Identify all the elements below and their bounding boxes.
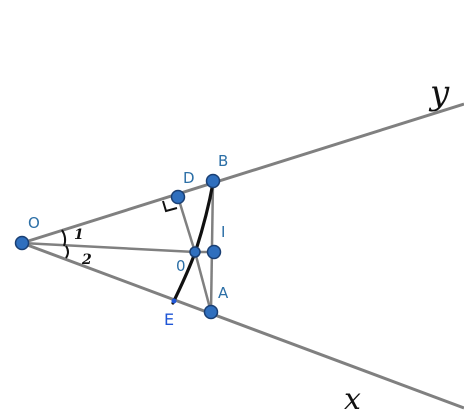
- segment-od-bisector: [21, 241, 196, 254]
- label-e: E: [164, 310, 174, 329]
- point-b[interactable]: [205, 173, 221, 189]
- label-i: I: [221, 223, 225, 241]
- label-center: 0: [176, 257, 186, 275]
- point-o[interactable]: [14, 235, 30, 251]
- segment-d-center: [176, 196, 197, 253]
- point-d[interactable]: [170, 189, 186, 205]
- angle-arc-1: [61, 229, 67, 247]
- label-a: A: [218, 284, 229, 302]
- ray-oy: [21, 102, 464, 245]
- label-ray-x: x: [344, 382, 361, 417]
- right-angle-mark-d: [162, 200, 178, 213]
- point-center[interactable]: [189, 246, 201, 258]
- ray-ox: [21, 241, 464, 410]
- label-o: O: [28, 214, 40, 232]
- angle-label-1: 1: [74, 227, 84, 243]
- label-ray-y: y: [428, 73, 450, 113]
- segment-center-a: [193, 251, 213, 313]
- angle-arc-2: [65, 245, 69, 259]
- label-d: D: [183, 169, 195, 187]
- point-e[interactable]: [171, 298, 177, 304]
- label-b: B: [218, 152, 228, 170]
- point-a[interactable]: [203, 304, 219, 320]
- point-i[interactable]: [206, 244, 222, 260]
- angle-label-2: 2: [81, 252, 92, 268]
